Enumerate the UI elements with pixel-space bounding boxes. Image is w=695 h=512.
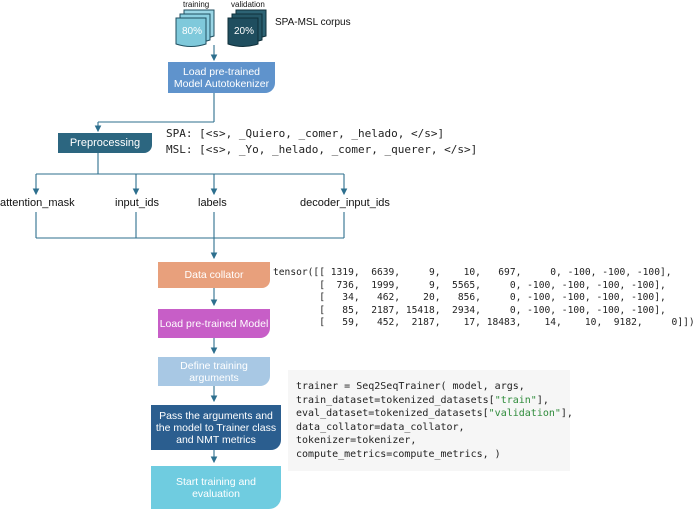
- load-model-box: Load pre-trained Model: [158, 309, 270, 338]
- corpus-documents-icon: [175, 9, 267, 47]
- pass-arguments-box: Pass the arguments and the model to Trai…: [151, 405, 281, 450]
- validation-percentage: 20%: [234, 26, 255, 37]
- code-line: data_collator=data_collator,: [296, 421, 465, 433]
- corpus-name: SPA-MSL corpus: [275, 17, 351, 28]
- code-line: eval_dataset=tokenized_datasets["validat…: [296, 408, 573, 419]
- tensor-line: [ 85, 2187, 15418, 2934, 0, -100, -100, …: [273, 304, 666, 316]
- feature-attention-mask: attention_mask: [0, 197, 75, 209]
- tensor-line: [ 34, 462, 20, 856, 0, -100, -100, -100,…: [273, 292, 666, 303]
- tensor-line: [ 59, 452, 2187, 17, 18483, 14, 10, 9182…: [273, 317, 695, 328]
- code-line: tokenizer=tokenizer,: [296, 435, 417, 446]
- tensor-line: tensor([[ 1319, 6639, 9, 10, 697, 0, -10…: [273, 267, 672, 278]
- data-collator-box: Data collator: [158, 262, 270, 288]
- tensor-line: [ 736, 1999, 9, 5565, 0, -100, -100, -10…: [273, 279, 666, 291]
- feature-labels: labels: [198, 197, 227, 209]
- load-tokenizer-box: Load pre-trained Model Autotokenizer: [168, 62, 275, 93]
- feature-decoder-input-ids: decoder_input_ids: [300, 197, 390, 209]
- feature-input-ids: input_ids: [115, 197, 160, 209]
- training-percentage: 80%: [182, 26, 203, 37]
- training-label: training: [183, 0, 210, 9]
- spa-tokens: SPA: [<s>, _Quiero, _comer, _helado, </s…: [166, 127, 445, 140]
- start-training-box: Start training and evaluation: [151, 466, 281, 509]
- trainer-code-block: trainer = Seq2SeqTrainer( model, args, tr…: [288, 370, 573, 471]
- code-line: train_dataset=tokenized_datasets["train"…: [296, 394, 549, 406]
- code-line: trainer = Seq2SeqTrainer( model, args,: [296, 381, 525, 392]
- validation-label: validation: [231, 0, 265, 9]
- msl-tokens: MSL: [<s>, _Yo, _helado, _comer, _querer…: [166, 143, 478, 156]
- tensor-output: tensor([[ 1319, 6639, 9, 10, 697, 0, -10…: [273, 267, 695, 330]
- code-line: compute_metrics=compute_metrics, ): [296, 448, 501, 460]
- preprocessing-box: Preprocessing: [58, 133, 152, 153]
- define-args-box: Define training arguments: [158, 357, 270, 386]
